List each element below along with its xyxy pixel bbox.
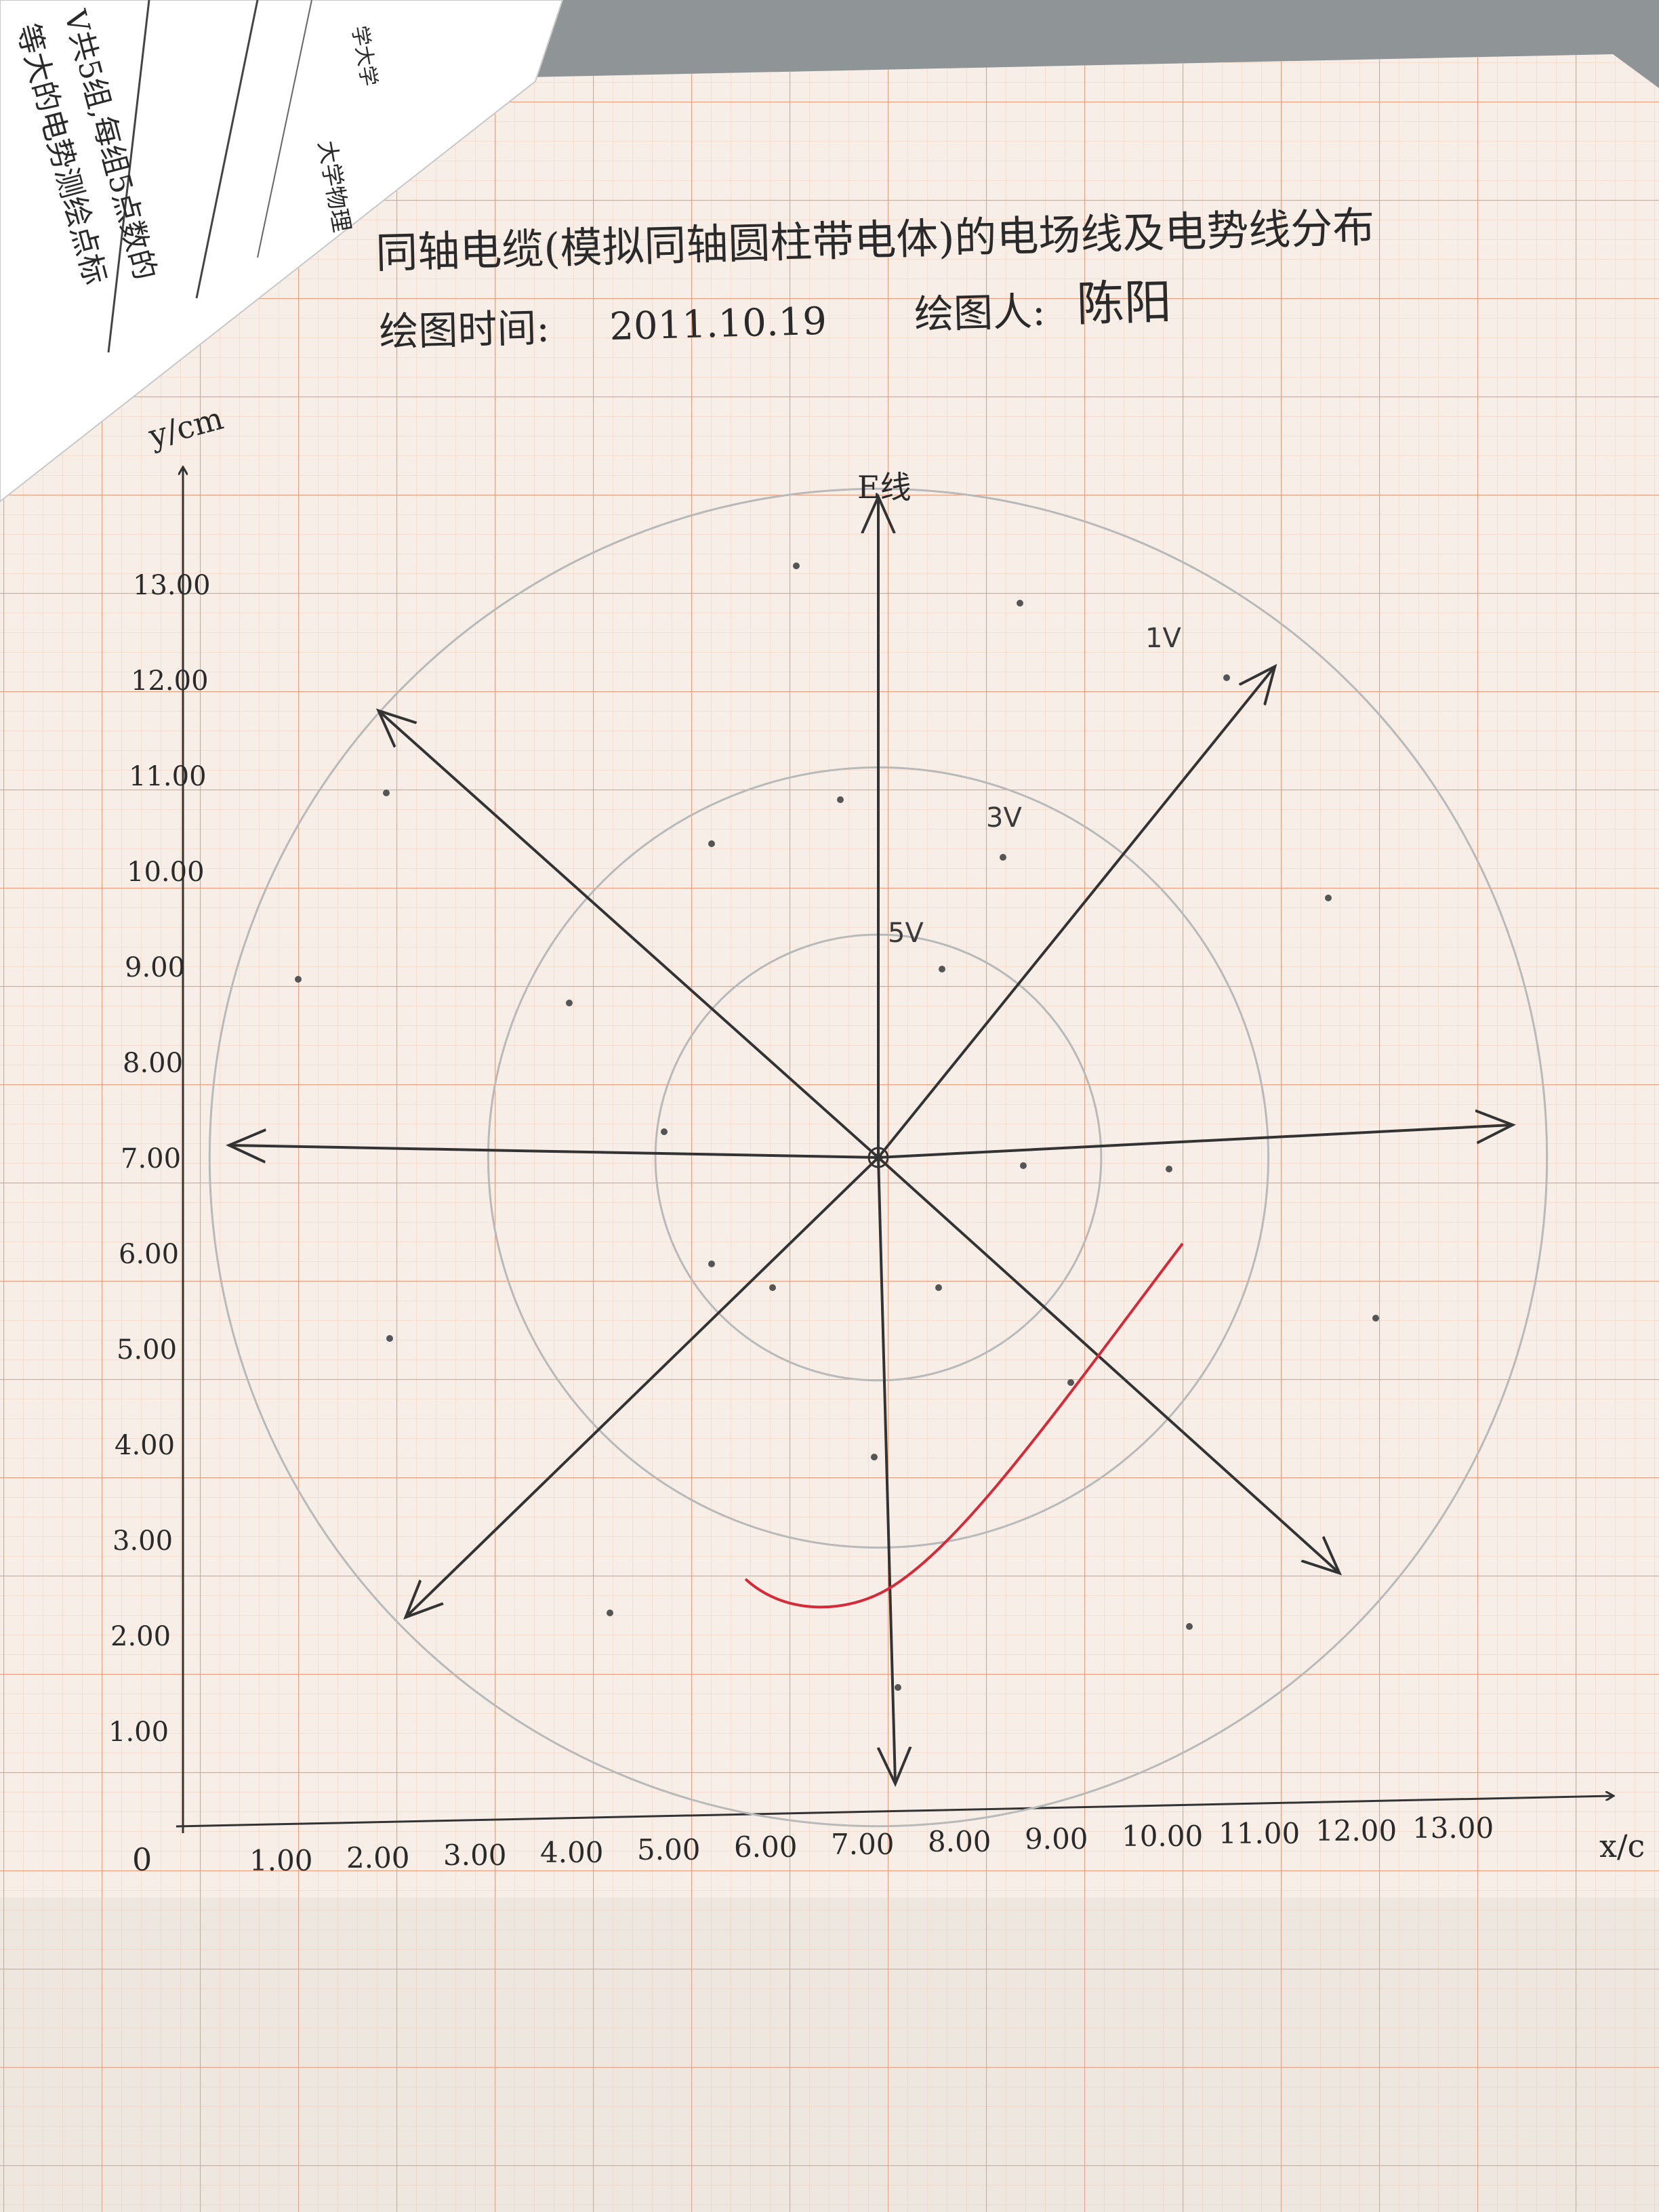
measurement-point — [1020, 1162, 1027, 1169]
graph-paper — [0, 54, 1659, 2212]
measurement-point — [295, 976, 302, 983]
measurement-point — [566, 1000, 573, 1006]
field-line-label: E线 — [857, 469, 912, 506]
y-tick-label: 5.00 — [117, 1334, 177, 1366]
measurement-point — [661, 1128, 668, 1135]
equipotential-circle — [208, 487, 1549, 1828]
red-curve — [744, 1242, 1184, 1609]
measurement-point — [871, 1454, 878, 1460]
y-tick-label: 4.00 — [115, 1430, 175, 1461]
field-line-arrow — [877, 668, 1274, 1159]
measurement-point — [386, 1335, 393, 1342]
y-tick-label: 8.00 — [123, 1048, 183, 1079]
y-tick-label: 3.00 — [112, 1525, 173, 1557]
origin-label: 0 — [132, 1841, 152, 1878]
y-tick-label: 2.00 — [110, 1621, 171, 1652]
y-tick-label: 10.00 — [127, 857, 205, 888]
measurement-point — [793, 562, 800, 569]
y-tick-label: 13.00 — [133, 570, 211, 601]
measurement-point — [1067, 1379, 1074, 1386]
y-tick-label: 12.00 — [131, 665, 209, 697]
centre-dot — [874, 1153, 882, 1162]
y-tick-label: 7.00 — [121, 1143, 181, 1174]
measurement-point — [1186, 1623, 1193, 1630]
measurement-point — [895, 1684, 901, 1691]
drawing-meta: 绘图时间: 2011.10.19 绘图人: 陈阳 — [379, 274, 1172, 355]
x-tick-label: 4.00 — [540, 1836, 604, 1869]
x-axis — [176, 1796, 1613, 1828]
x-tick-label: 5.00 — [637, 1833, 701, 1866]
measurement-point — [708, 1261, 715, 1267]
measurement-point — [1000, 854, 1006, 861]
field-line-arrow — [878, 1157, 895, 1782]
measurement-point — [383, 790, 390, 796]
author-value: 陈阳 — [1076, 274, 1172, 332]
x-tick-label: 9.00 — [1025, 1822, 1088, 1856]
measurement-point — [1166, 1166, 1172, 1172]
equipotential-label: 5V — [888, 918, 924, 949]
y-tick-label: 9.00 — [125, 952, 185, 983]
field-line-arrow — [878, 1125, 1511, 1159]
measurement-point — [708, 840, 715, 847]
side-sheet: 学大学 大学物理 V共5组,每组5点数的 等大的电势测绘点标 — [0, 0, 564, 503]
x-axis-label: x/c — [1599, 1828, 1645, 1864]
x-tick-label: 3.00 — [443, 1839, 507, 1872]
measurement-point — [1223, 674, 1230, 681]
measurement-point — [769, 1284, 776, 1291]
x-tick-label: 13.00 — [1412, 1811, 1494, 1845]
measurement-point — [1017, 600, 1023, 607]
measurement-point — [837, 796, 844, 803]
x-tick-label: 10.00 — [1122, 1820, 1203, 1853]
measurement-point — [1372, 1315, 1379, 1322]
x-tick-label: 2.00 — [346, 1841, 410, 1875]
y-tick-label: 11.00 — [129, 761, 207, 792]
equipotential-label: 3V — [986, 802, 1022, 834]
date-label: 绘图时间: — [379, 304, 550, 355]
measurement-point — [607, 1610, 613, 1616]
x-tick-label: 12.00 — [1315, 1814, 1397, 1847]
x-tick-label: 1.00 — [249, 1844, 313, 1877]
x-tick-label: 8.00 — [928, 1825, 991, 1858]
x-tick-label: 7.00 — [831, 1828, 895, 1861]
date-value: 2011.10.19 — [609, 300, 827, 349]
field-line-arrow — [407, 1156, 880, 1616]
field-line-arrow — [230, 1145, 879, 1158]
x-tick-label: 6.00 — [734, 1830, 798, 1864]
measurement-point — [935, 1284, 942, 1291]
y-tick-label: 6.00 — [119, 1239, 179, 1270]
field-line-arrow — [877, 1156, 1338, 1572]
x-tick-label: 11.00 — [1218, 1817, 1300, 1850]
measurement-point — [1325, 895, 1332, 901]
author-label: 绘图人: — [914, 288, 1046, 337]
measurement-point — [939, 966, 945, 972]
field-line-arrow — [380, 712, 880, 1159]
equipotential-label: 1V — [1145, 623, 1181, 654]
y-tick-label: 1.00 — [108, 1717, 169, 1748]
centre-conductor — [867, 1147, 889, 1168]
